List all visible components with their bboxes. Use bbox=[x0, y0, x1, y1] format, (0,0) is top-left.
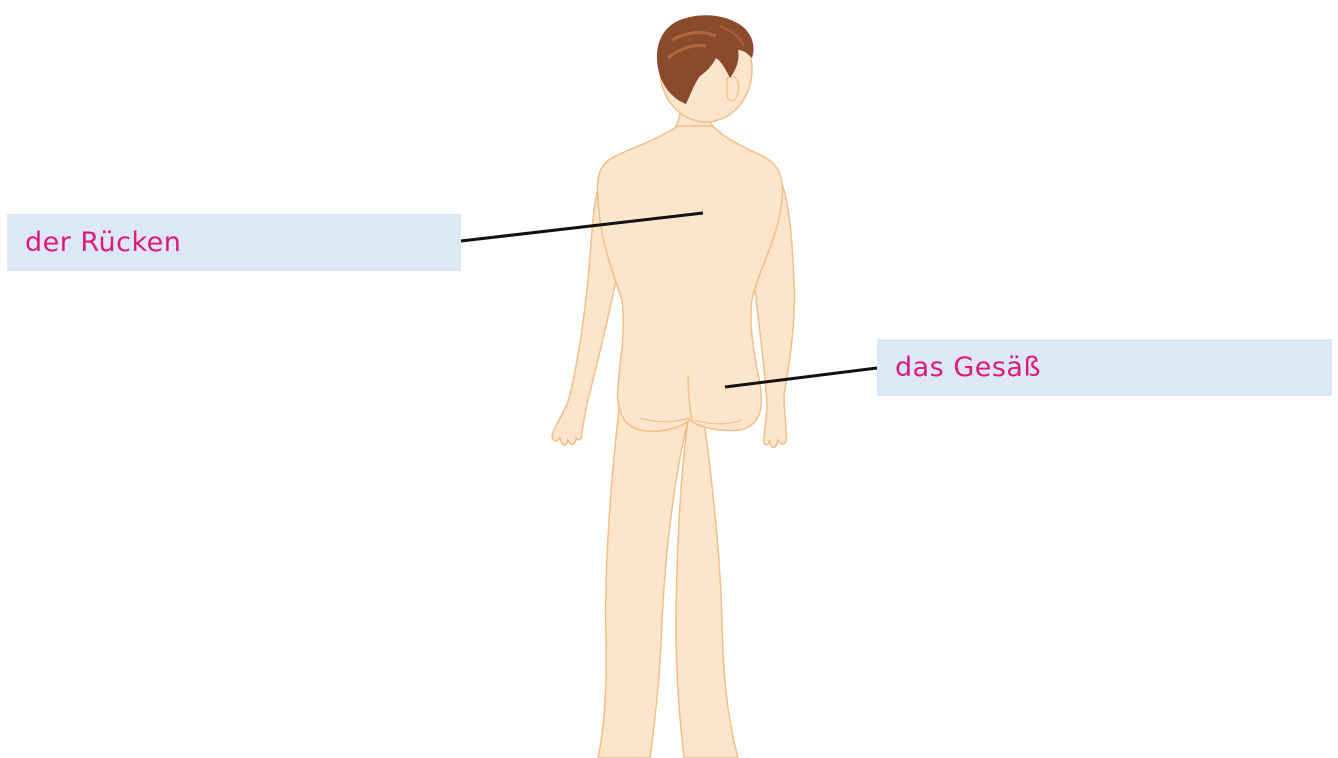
back-label-box: der Rücken bbox=[7, 214, 461, 271]
buttocks-label: das Gesäß bbox=[895, 352, 1041, 383]
back-label: der Rücken bbox=[25, 227, 181, 258]
buttocks-label-box: das Gesäß bbox=[877, 339, 1332, 396]
head bbox=[657, 15, 754, 122]
body-silhouette bbox=[552, 92, 794, 758]
